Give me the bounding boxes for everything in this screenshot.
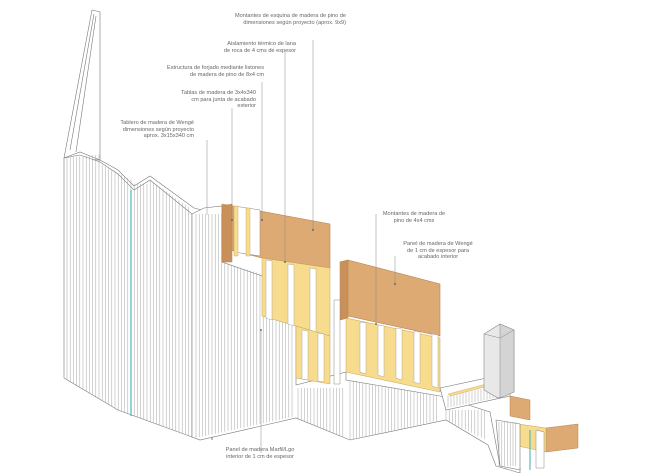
label-corner-posts: Montantes de esquina de madera de pino d… <box>200 13 346 26</box>
leader-lines <box>206 40 396 453</box>
label-wenge-board: Tablero de madera de Wengé dimensiones s… <box>110 120 194 140</box>
label-line: Panel de madera Marfil/Lgo <box>225 447 295 453</box>
label-line: aprox. 3x15x340 cm <box>143 133 194 140</box>
label-line: Tablas de madera de 3x4x340 <box>181 90 256 96</box>
left-frame-bay <box>221 203 331 385</box>
label-maple-panel: Panel de madera Marfil/Lgo interior de 1… <box>208 447 312 460</box>
label-line: acabado interior <box>417 254 459 261</box>
bottom-right-boards <box>495 395 579 471</box>
label-line: de madera de pino de 8x4 cm <box>189 71 264 78</box>
label-line: Tablero de madera de Wengé <box>120 120 194 126</box>
exterior-cladding-left <box>63 151 213 440</box>
corner-post <box>63 9 101 161</box>
label-line: Montantes de madera de <box>382 211 446 217</box>
right-frame-bay <box>333 259 441 393</box>
label-line: interior de 1 cm de espesor <box>226 453 294 460</box>
label-pine-battens: Montantes de madera de pino de 4x4 cms <box>372 211 456 224</box>
label-line: pino de 4x4 cms <box>393 217 435 224</box>
label-line: Panel de madera de Wengé <box>403 241 473 247</box>
label-wood-strips: Tablas de madera de 3x4x340 cm para junt… <box>168 90 256 110</box>
grey-column-block <box>483 323 515 399</box>
label-line: Montantes de esquina de madera de pino d… <box>234 13 346 19</box>
label-line: exterior <box>237 103 256 110</box>
label-line: cm para junta de acabado <box>191 96 256 103</box>
label-line: de roca de 4 cms de espesor <box>223 47 296 54</box>
label-wenge-panel: Panel de madera de Wengé de 1 cm de espe… <box>392 241 484 261</box>
label-line: Aislamiento térmico de lana <box>227 41 296 47</box>
label-line: de 1 cm de espesor para <box>407 247 469 254</box>
label-line: dimensiones según proyecto (aprox. 9x9) <box>243 19 346 26</box>
leader-dots <box>231 219 396 331</box>
label-rockwool: Aislamiento térmico de lana de roca de 4… <box>196 41 296 54</box>
label-line: Estructura de forjado mediante listones <box>166 65 264 71</box>
label-line: dimensiones según proyecto <box>122 126 194 133</box>
label-pine-frame: Estructura de forjado mediante listones … <box>150 65 264 78</box>
